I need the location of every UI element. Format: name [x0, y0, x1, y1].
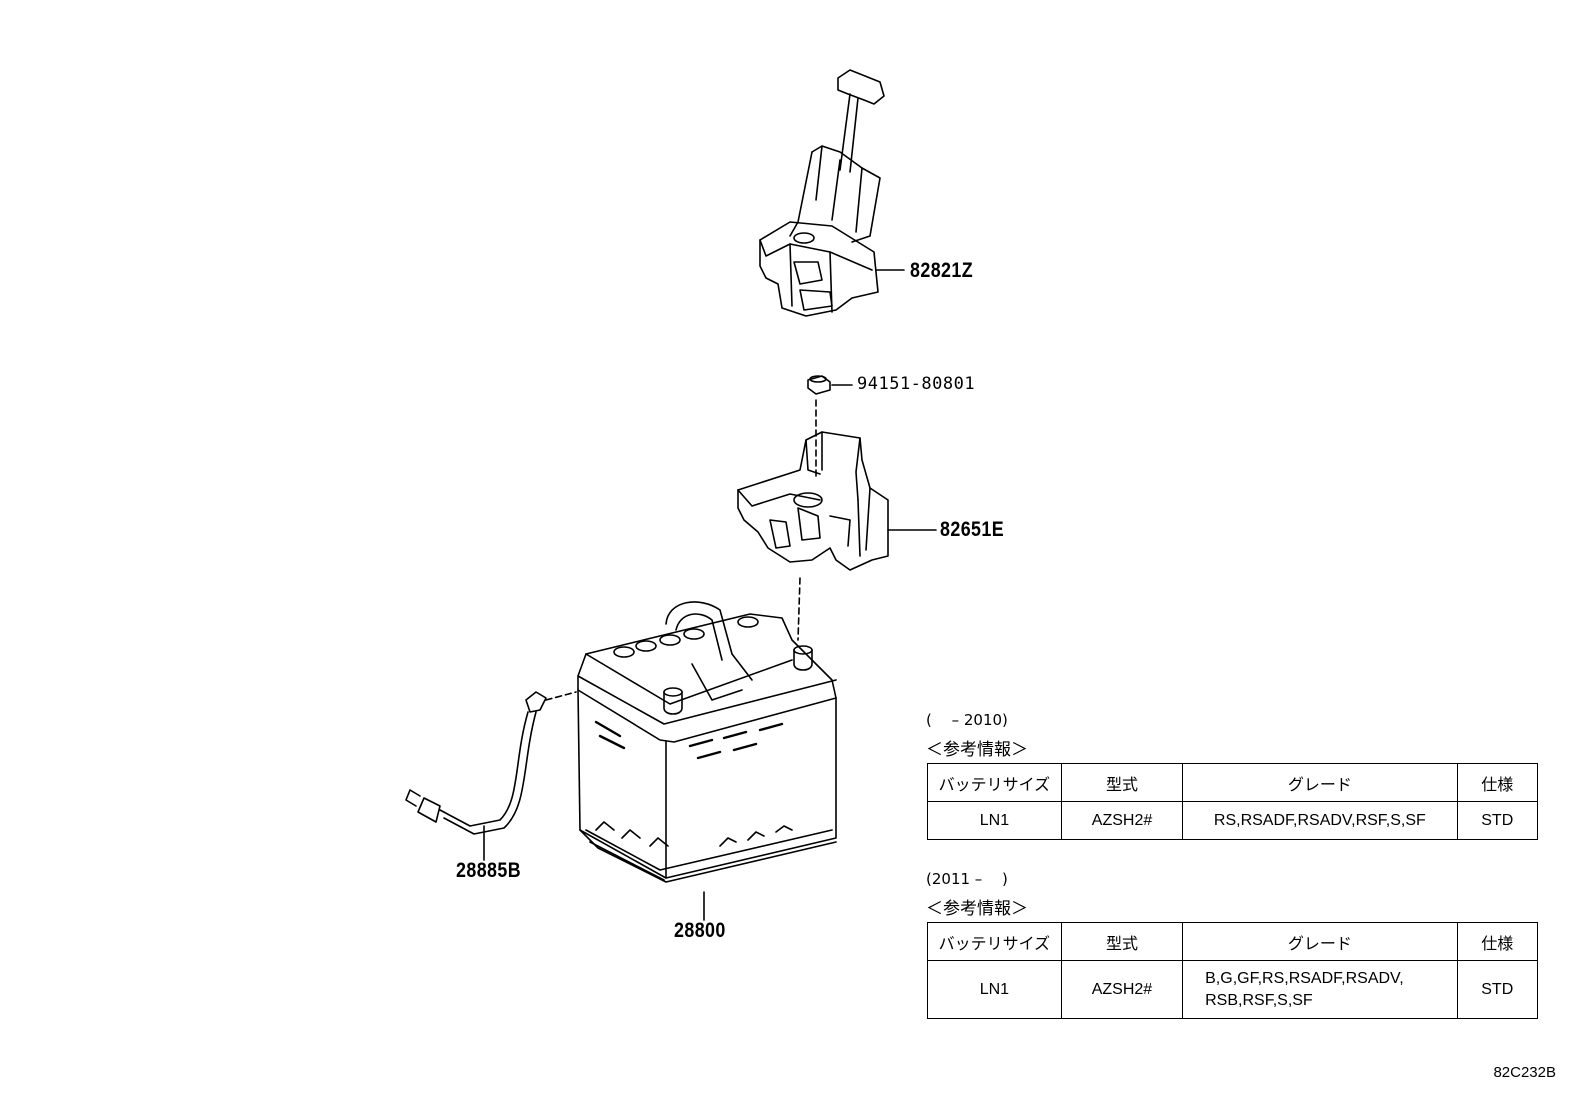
header-model: 型式 — [1060, 763, 1184, 802]
reference-title-pre2010: ＜参考情報＞ — [926, 740, 1028, 760]
cell-spec: STD — [1456, 801, 1538, 840]
range-label-pre2010: ( – 2010) — [926, 711, 1008, 729]
fuse-block-drawing — [737, 431, 937, 641]
cell-model: AZSH2# — [1060, 960, 1184, 1019]
cell-model: AZSH2# — [1060, 801, 1184, 840]
cell-grade: B,G,GF,RS,RSADF,RSADV, RSB,RSF,S,SF — [1182, 960, 1458, 1019]
header-spec: 仕様 — [1456, 763, 1538, 802]
part-label-82651e[interactable]: 82651E — [940, 518, 1005, 541]
range-label-post2011: (2011 – ) — [926, 870, 1008, 888]
cell-spec: STD — [1456, 960, 1539, 1019]
header-model: 型式 — [1060, 922, 1184, 961]
header-spec: 仕様 — [1456, 922, 1539, 961]
cell-grade-line-2: RSB,RSF,S,SF — [1205, 991, 1313, 1009]
cell-battery-size: LN1 — [927, 960, 1062, 1019]
cell-grade: RS,RSADF,RSADV,RSF,S,SF — [1182, 801, 1458, 840]
part-label-28800[interactable]: 28800 — [674, 919, 726, 942]
nut-drawing — [807, 375, 853, 477]
battery-spec-table-post2011: バッテリサイズ 型式 グレード 仕様 LN1 AZSH2# B,G,GF,RS,… — [927, 922, 1539, 1019]
header-grade: グレード — [1182, 922, 1458, 961]
reference-title-post2011: ＜参考情報＞ — [926, 899, 1028, 919]
header-battery-size: バッテリサイズ — [927, 763, 1062, 802]
header-battery-size: バッテリサイズ — [927, 922, 1062, 961]
cell-grade-line-1: B,G,GF,RS,RSADF,RSADV, — [1205, 969, 1404, 987]
battery-spec-table-pre2010: バッテリサイズ 型式 グレード 仕様 LN1 AZSH2# RS,RSADF,R… — [927, 763, 1538, 840]
diagram-code: 82C232B — [1493, 1064, 1556, 1081]
part-label-28885b[interactable]: 28885B — [456, 859, 522, 882]
battery-drawing — [577, 601, 837, 921]
hold-down-cover-drawing — [759, 69, 905, 317]
sensor-cable-drawing — [405, 691, 577, 861]
header-grade: グレード — [1182, 763, 1458, 802]
cell-battery-size: LN1 — [927, 801, 1062, 840]
part-label-94151-80801[interactable]: 94151-80801 — [857, 374, 976, 394]
part-label-82821z[interactable]: 82821Z — [910, 259, 974, 282]
